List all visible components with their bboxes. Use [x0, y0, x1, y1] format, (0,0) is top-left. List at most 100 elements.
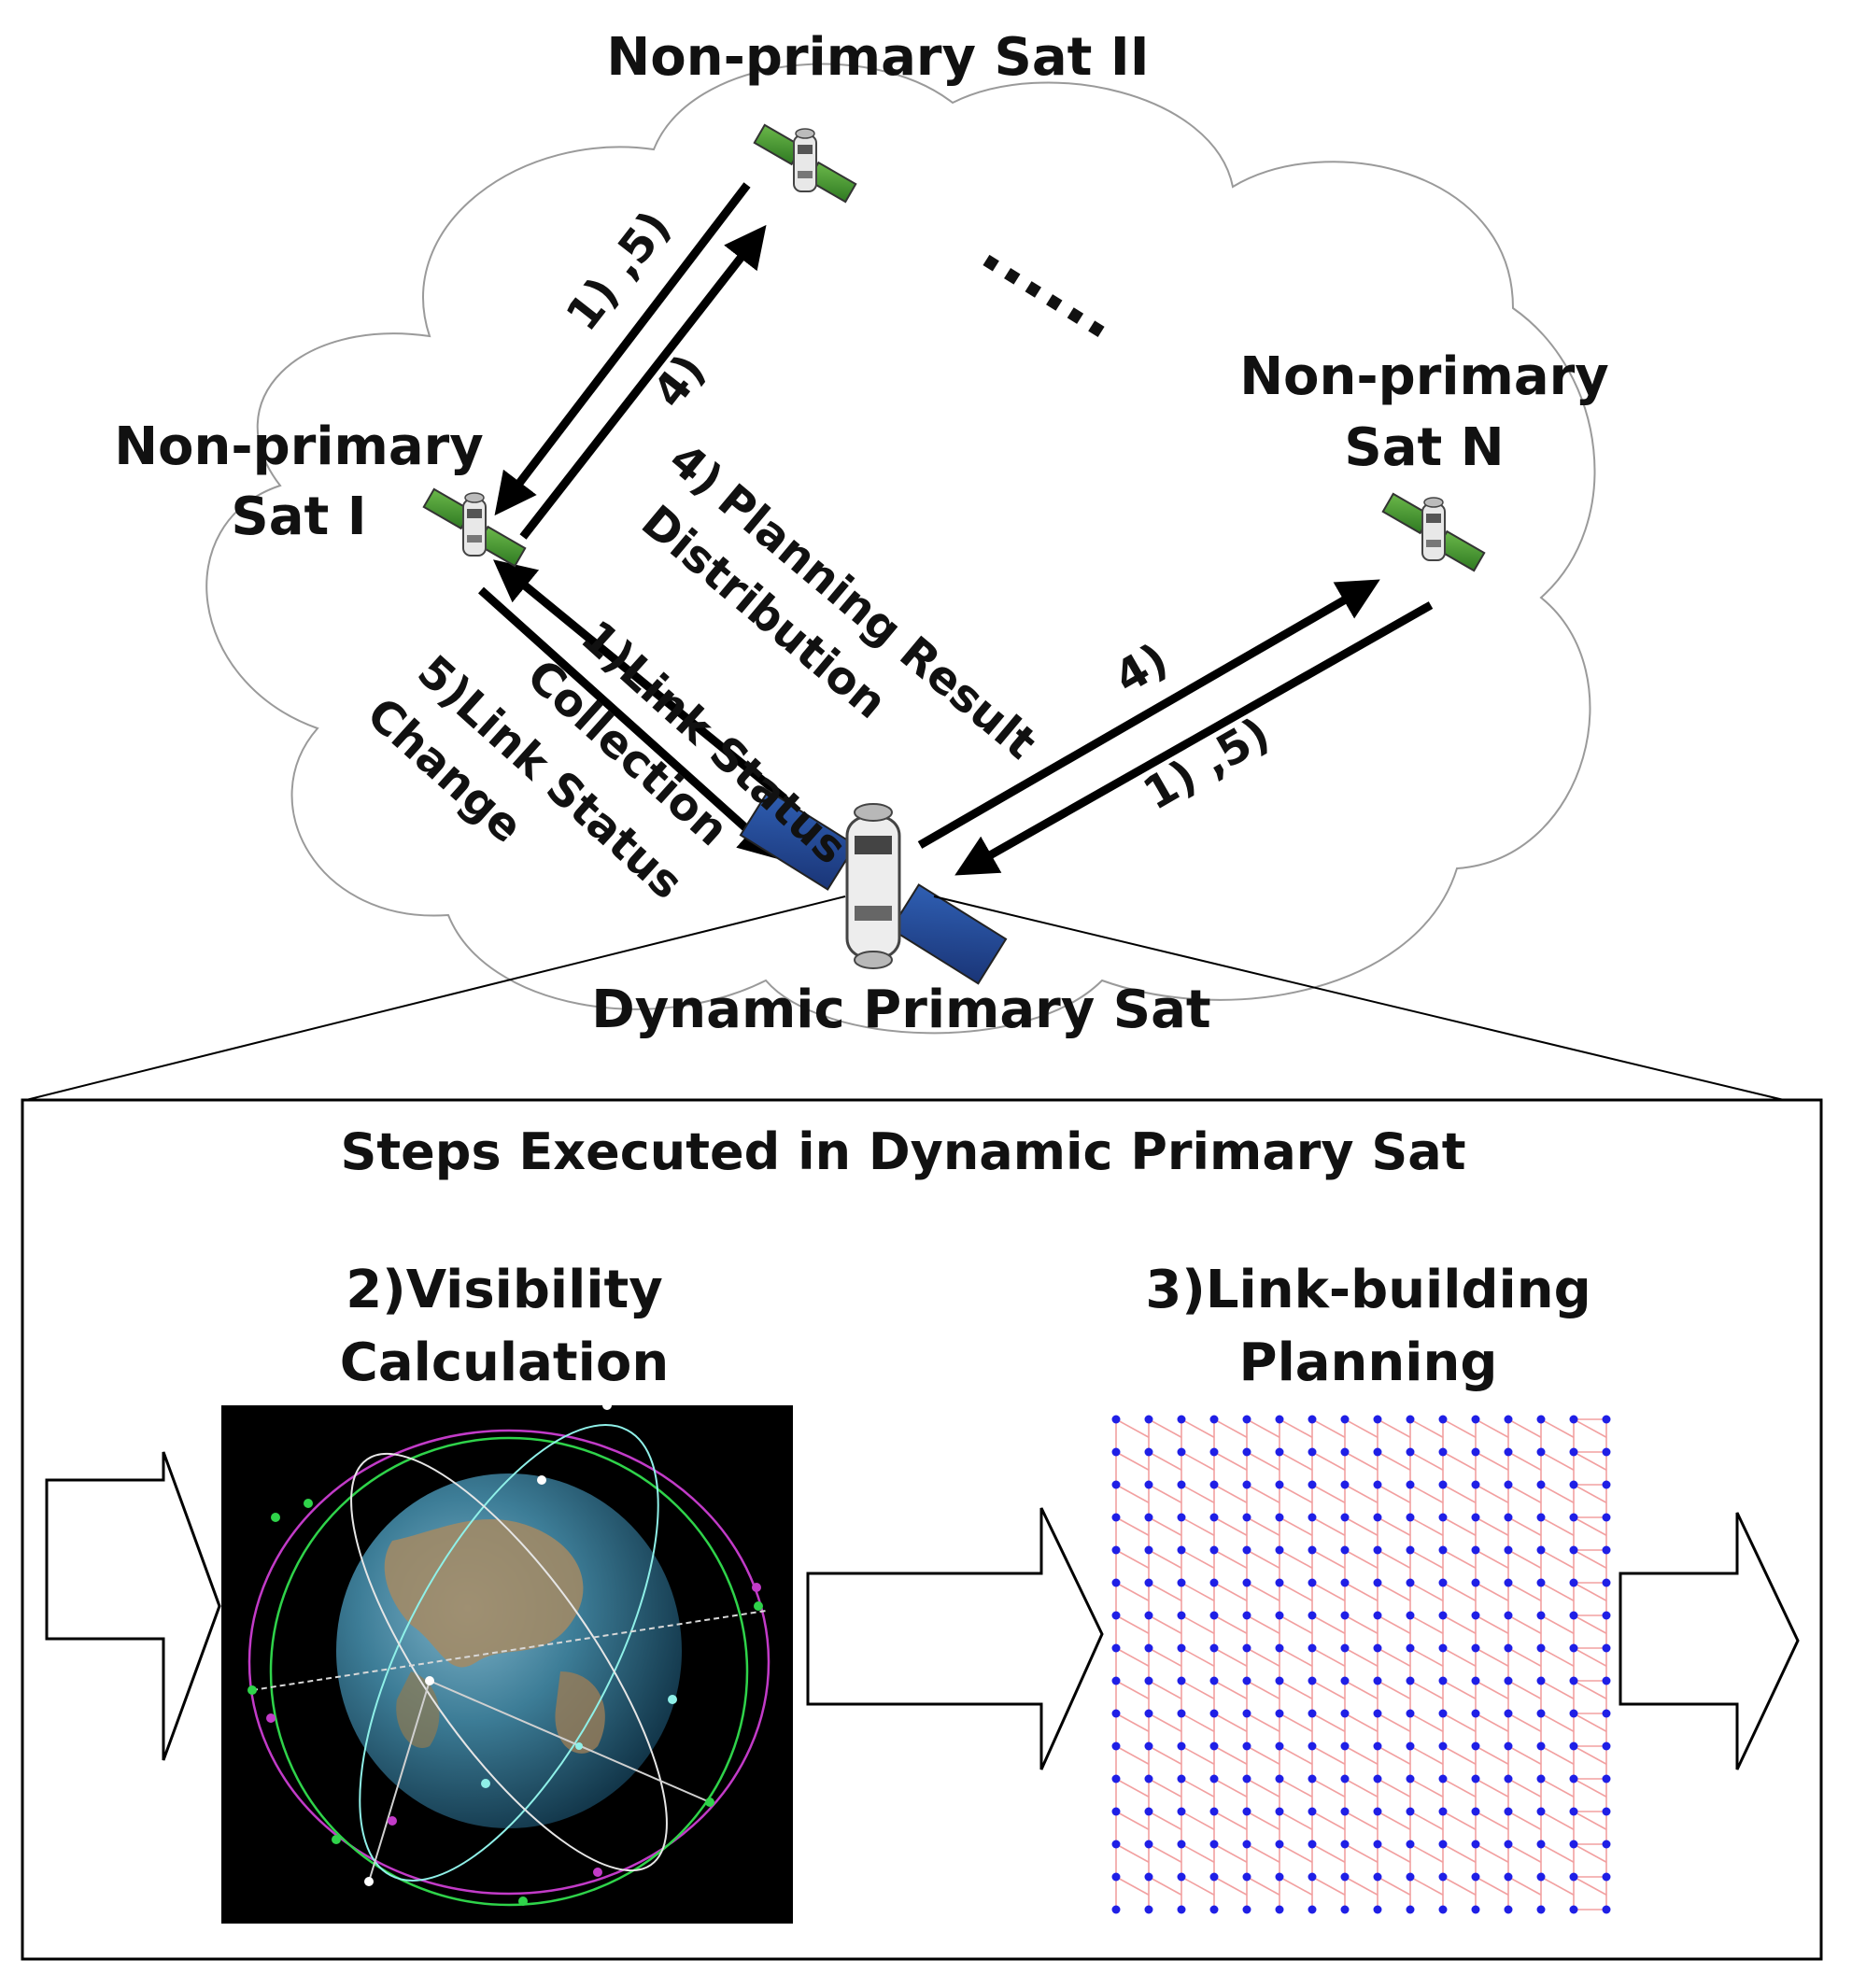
- grid-node: [1504, 1709, 1513, 1718]
- grid-node: [1144, 1643, 1153, 1653]
- grid-link: [1377, 1843, 1411, 1863]
- grid-node: [1569, 1578, 1578, 1587]
- grid-node: [1209, 1611, 1219, 1620]
- grid-link: [1507, 1647, 1542, 1667]
- grid-node: [1177, 1872, 1186, 1882]
- grid-node: [1308, 1840, 1317, 1849]
- grid-link: [1475, 1516, 1509, 1536]
- grid-node: [1471, 1447, 1480, 1457]
- grid-node: [1177, 1415, 1186, 1424]
- grid-link: [1311, 1614, 1346, 1634]
- grid-node: [1504, 1545, 1513, 1555]
- grid-node: [1602, 1447, 1611, 1457]
- grid-node: [1308, 1709, 1317, 1718]
- grid-link: [1507, 1713, 1542, 1732]
- grid-node: [1438, 1578, 1448, 1587]
- grid-link: [1475, 1745, 1509, 1765]
- grid-link: [1213, 1418, 1248, 1438]
- grid-link: [1442, 1745, 1477, 1765]
- grid-node: [1340, 1415, 1350, 1424]
- grid-link: [1213, 1582, 1248, 1601]
- link-grid-image: [1111, 1415, 1611, 1914]
- grid-node: [1275, 1774, 1284, 1784]
- grid-link: [1442, 1549, 1477, 1569]
- grid-link: [1507, 1778, 1542, 1798]
- grid-link: [1311, 1451, 1346, 1471]
- grid-node: [1602, 1774, 1611, 1784]
- grid-node: [1569, 1513, 1578, 1522]
- grid-link: [1180, 1811, 1215, 1830]
- grid-link: [1279, 1549, 1313, 1569]
- grid-node: [1471, 1774, 1480, 1784]
- grid-node: [1536, 1709, 1546, 1718]
- grid-link: [1213, 1614, 1248, 1634]
- grid-link: [1409, 1876, 1444, 1896]
- grid-node: [1111, 1643, 1121, 1653]
- grid-node: [1438, 1709, 1448, 1718]
- grid-node: [1569, 1741, 1578, 1751]
- grid-link: [1148, 1647, 1182, 1667]
- step-visibility-line1: 2)Visibility: [346, 1260, 663, 1320]
- grid-link: [1540, 1713, 1575, 1732]
- grid-node: [1536, 1513, 1546, 1522]
- grid-link: [1344, 1647, 1378, 1667]
- grid-node: [1602, 1611, 1611, 1620]
- grid-link: [1180, 1778, 1215, 1798]
- grid-node: [1242, 1513, 1251, 1522]
- grid-node: [1438, 1774, 1448, 1784]
- grid-link: [1148, 1876, 1182, 1896]
- grid-node: [1275, 1643, 1284, 1653]
- grid-node: [1308, 1676, 1317, 1685]
- grid-link: [1180, 1418, 1215, 1438]
- grid-link: [1377, 1811, 1411, 1830]
- grid-link: [1180, 1614, 1215, 1634]
- grid-link: [1148, 1549, 1182, 1569]
- grid-node: [1373, 1709, 1382, 1718]
- grid-node: [1340, 1905, 1350, 1914]
- grid-node: [1177, 1807, 1186, 1816]
- grid-link: [1344, 1745, 1378, 1765]
- grid-link: [1409, 1811, 1444, 1830]
- grid-link: [1475, 1876, 1509, 1896]
- grid-node: [1144, 1447, 1153, 1457]
- grid-node: [1308, 1643, 1317, 1653]
- grid-link: [1573, 1811, 1607, 1830]
- grid-link: [1148, 1680, 1182, 1699]
- grid-node: [1209, 1741, 1219, 1751]
- grid-node: [1308, 1872, 1317, 1882]
- grid-node: [1602, 1905, 1611, 1914]
- grid-node: [1438, 1611, 1448, 1620]
- grid-node: [1242, 1545, 1251, 1555]
- grid-node: [1242, 1840, 1251, 1849]
- grid-link: [1279, 1778, 1313, 1798]
- grid-link: [1115, 1549, 1150, 1569]
- grid-link: [1409, 1680, 1444, 1699]
- grid-node: [1373, 1545, 1382, 1555]
- grid-node: [1373, 1611, 1382, 1620]
- grid-link: [1213, 1876, 1248, 1896]
- grid-node: [1438, 1415, 1448, 1424]
- ellipsis: ......: [968, 210, 1136, 354]
- zoom-line-left: [25, 895, 846, 1101]
- grid-node: [1340, 1872, 1350, 1882]
- grid-link: [1148, 1418, 1182, 1438]
- grid-node: [1373, 1643, 1382, 1653]
- grid-link: [1213, 1843, 1248, 1863]
- grid-node: [1308, 1545, 1317, 1555]
- grid-node: [1406, 1840, 1415, 1849]
- grid-node: [1569, 1872, 1578, 1882]
- grid-link: [1213, 1484, 1248, 1503]
- grid-link: [1246, 1680, 1280, 1699]
- grid-link: [1442, 1680, 1477, 1699]
- grid-node: [1504, 1872, 1513, 1882]
- grid-link: [1115, 1582, 1150, 1601]
- grid-link: [1540, 1876, 1575, 1896]
- grid-node: [1471, 1741, 1480, 1751]
- grid-link: [1148, 1843, 1182, 1863]
- grid-link: [1213, 1745, 1248, 1765]
- grid-link: [1180, 1713, 1215, 1732]
- grid-node: [1144, 1807, 1153, 1816]
- arrow-primary-to-sat-n: [917, 579, 1380, 849]
- grid-node: [1504, 1676, 1513, 1685]
- grid-link: [1213, 1516, 1248, 1536]
